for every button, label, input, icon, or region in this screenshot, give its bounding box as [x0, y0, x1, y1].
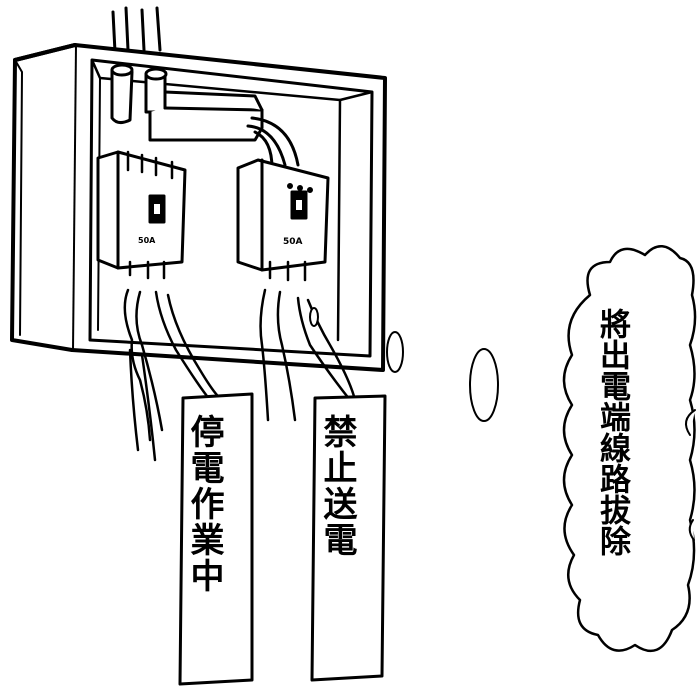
- left-breaker-output-wires: [123, 260, 224, 462]
- left-tag-text: 停電作業中: [184, 414, 224, 594]
- right-breaker: [236, 158, 330, 272]
- thought-trail: [469, 348, 499, 422]
- left-breaker-label: 50A: [138, 236, 156, 245]
- incoming-top-wires: [111, 6, 162, 54]
- right-breaker-label: 50A: [283, 237, 303, 247]
- thought-bubble-text: 將出電端線路拔除: [594, 308, 630, 556]
- knockout-ovals: [309, 307, 404, 373]
- right-tag-text: 禁止送電: [317, 414, 357, 558]
- right-warning-tag: [310, 394, 387, 682]
- thought-cloud: [562, 245, 697, 653]
- left-warning-tag: [178, 392, 254, 686]
- right-breaker-output-wires: [259, 260, 357, 422]
- left-breaker: [96, 150, 187, 270]
